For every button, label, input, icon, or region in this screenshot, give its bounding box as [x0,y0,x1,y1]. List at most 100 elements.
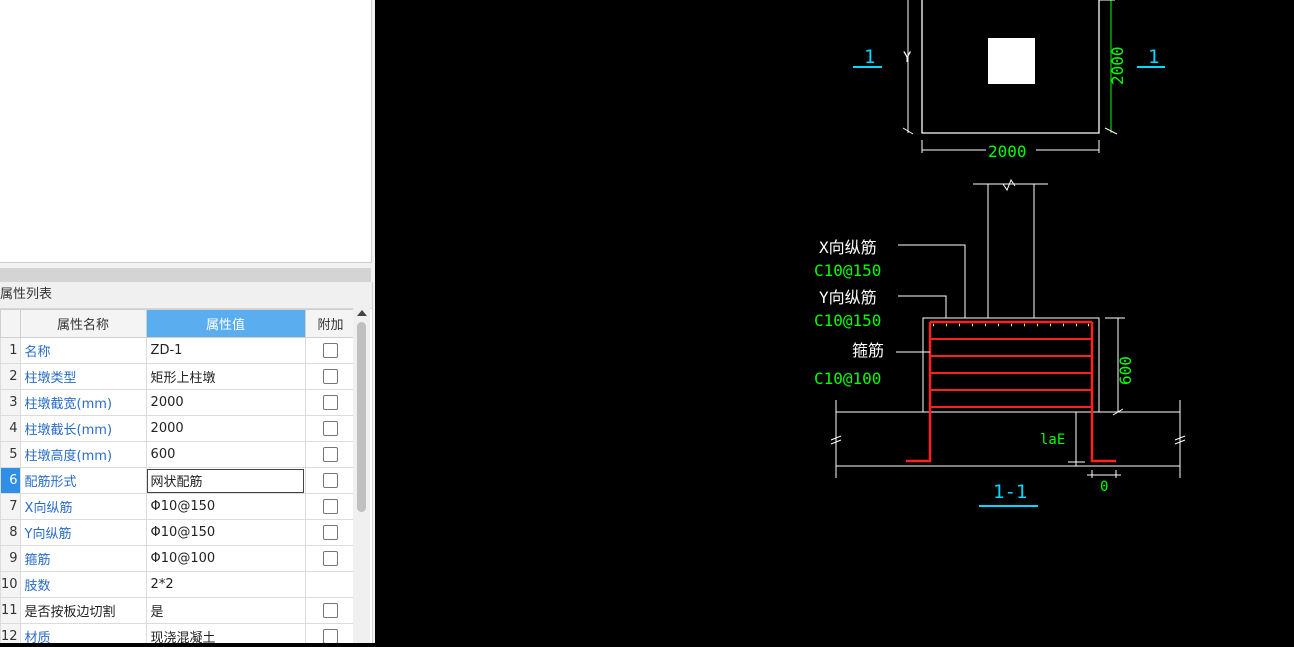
extra-checkbox-cell[interactable] [304,337,357,364]
extra-checkbox[interactable] [323,421,339,436]
header-extra[interactable]: 附加 [304,309,357,338]
property-value-editor[interactable]: 网状配筋 [145,467,306,494]
plan-dim-height: 2000 [1108,46,1127,85]
scroll-up-arrow-icon[interactable] [357,310,367,316]
table-row-selected[interactable]: 6 配筋形式 网状配筋 [0,467,357,494]
table-row[interactable]: 8 Y向纵筋 Φ10@150 [0,519,357,546]
row-number: 1 [0,337,21,364]
stirrup-spec: C10@100 [814,369,881,388]
extra-checkbox[interactable] [323,629,339,643]
property-name: 配筋形式 [19,467,147,494]
table-row[interactable]: 2 柱墩类型 矩形上柱墩 [0,363,357,390]
extra-checkbox[interactable] [323,343,339,358]
section-mark-right: 1 [1148,46,1159,68]
row-number: 10 [0,571,21,598]
property-value[interactable]: 是 [145,597,306,624]
extra-checkbox[interactable] [323,447,339,462]
row-number: 8 [0,519,21,546]
row-number: 7 [0,493,21,520]
table-row[interactable]: 1 名称 ZD-1 [0,337,357,364]
property-table: 属性名称 属性值 附加 1 名称 ZD-1 2 柱墩类型 矩形上柱墩 [0,309,357,643]
slab-left-break [830,435,842,445]
property-value[interactable]: 2000 [145,389,306,416]
table-row[interactable]: 11 是否按板边切割 是 [0,597,357,624]
offset-label: 0 [1100,479,1108,495]
extra-checkbox[interactable] [323,369,339,384]
property-name: 柱墩截长(mm) [19,415,147,442]
left-panel: 属性列表 属性名称 属性值 附加 1 名称 ZD-1 [0,0,375,643]
header-property-name[interactable]: 属性名称 [19,309,147,338]
extra-checkbox[interactable] [323,603,339,618]
extra-checkbox[interactable] [323,395,339,410]
extra-checkbox-cell[interactable] [304,363,357,390]
vertical-scrollbar[interactable] [353,308,370,643]
section-mark-left: 1 [864,46,875,68]
property-value[interactable]: 2*2 [145,571,306,598]
property-name: 柱墩截宽(mm) [19,389,147,416]
property-name: 是否按板边切割 [19,597,147,624]
row-number: 5 [0,441,21,468]
pier-outline [922,317,1100,413]
property-value[interactable]: 600 [145,441,306,468]
plan-dim-width: 2000 [988,142,1027,161]
table-row[interactable]: 9 箍筋 Φ10@100 [0,545,357,572]
extra-checkbox-cell[interactable] [304,623,357,643]
property-value[interactable]: Φ10@150 [145,493,306,520]
panel-splitter[interactable] [0,268,371,282]
row-number: 4 [0,415,21,442]
panel-title: 属性列表 [0,282,372,309]
row-number: 11 [0,597,21,624]
property-value[interactable]: Φ10@150 [145,519,306,546]
table-row[interactable]: 5 柱墩高度(mm) 600 [0,441,357,468]
property-value[interactable]: 2000 [145,415,306,442]
property-list-panel: 属性列表 属性名称 属性值 附加 1 名称 ZD-1 [0,282,373,643]
drawing-svg: 1 1 Y 2000 2000 [814,0,1186,507]
row-number: 2 [0,363,21,390]
extra-checkbox[interactable] [323,525,339,540]
row-number: 3 [0,389,21,416]
header-property-value[interactable]: 属性值 [145,309,306,338]
plan-left-tick [902,127,914,135]
table-row[interactable]: 4 柱墩截长(mm) 2000 [0,415,357,442]
plan-right-tick [1104,127,1118,135]
extra-checkbox[interactable] [323,551,339,566]
table-header-row: 属性名称 属性值 附加 [0,309,357,338]
rebar-right-leg [1090,322,1116,463]
extra-checkbox[interactable] [323,499,339,514]
section-view [830,178,1186,507]
table-row[interactable]: 10 肢数 2*2 [0,571,357,598]
table-row[interactable]: 12 材质 现浇混凝土 [0,623,357,643]
extra-checkbox-cell[interactable] [304,389,357,416]
extra-checkbox-cell[interactable] [304,493,357,520]
x-rebar-leader [898,244,966,318]
plan-column-square [988,38,1035,84]
extra-checkbox-cell[interactable] [304,545,357,572]
extra-checkbox-cell[interactable] [304,467,357,494]
property-name: 箍筋 [19,545,147,572]
section-dim-height: 600 [1116,356,1135,385]
plan-outline [921,0,1100,134]
scrollbar-thumb[interactable] [357,322,366,512]
table-row[interactable]: 7 X向纵筋 Φ10@150 [0,493,357,520]
extra-checkbox-cell[interactable] [304,415,357,442]
property-value[interactable]: 矩形上柱墩 [145,363,306,390]
property-value[interactable]: ZD-1 [145,337,306,364]
table-row[interactable]: 3 柱墩截宽(mm) 2000 [0,389,357,416]
cad-drawing-canvas[interactable]: 1 1 Y 2000 2000 [375,0,1294,643]
x-rebar-spec: C10@150 [814,261,881,280]
property-name: 材质 [19,623,147,643]
property-name: 名称 [19,337,147,364]
property-value[interactable]: Φ10@100 [145,545,306,572]
extra-checkbox[interactable] [323,473,339,488]
extra-checkbox-cell[interactable] [304,519,357,546]
extra-checkbox-cell-empty [304,571,357,598]
y-rebar-leader [898,295,947,318]
component-preview-area [0,0,372,263]
rebar-left-leg [906,322,932,463]
property-name: 肢数 [19,571,147,598]
extra-checkbox-cell[interactable] [304,441,357,468]
extra-checkbox-cell[interactable] [304,597,357,624]
property-name: 柱墩高度(mm) [19,441,147,468]
x-rebar-label: X向纵筋 [819,238,877,257]
property-value[interactable]: 现浇混凝土 [145,623,306,643]
